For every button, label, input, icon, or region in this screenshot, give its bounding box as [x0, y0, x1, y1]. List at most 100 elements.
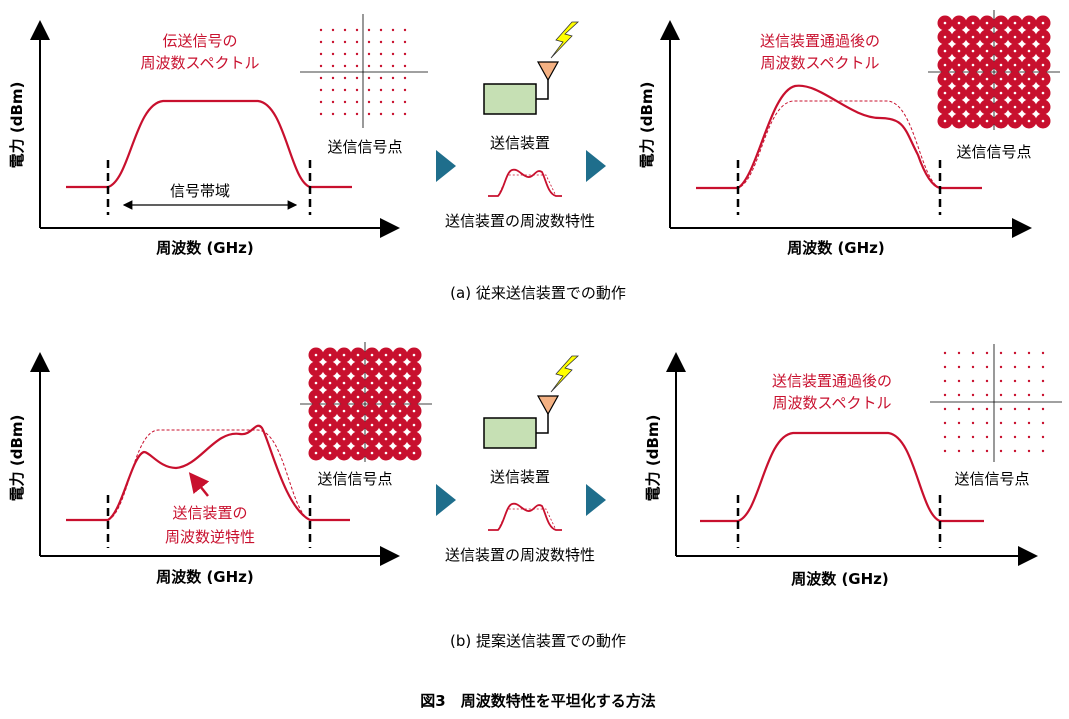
constellation-point — [403, 76, 407, 80]
constellation-point — [971, 365, 975, 369]
constellation-point-center — [370, 367, 374, 371]
spectrum-curve — [700, 431, 984, 523]
row-b-left-constellation — [300, 342, 432, 462]
constellation-point-center — [384, 367, 388, 371]
constellation-point-center — [342, 367, 346, 371]
constellation-point — [985, 351, 989, 355]
row-b-device-char-ref — [497, 508, 557, 531]
constellation-point — [1013, 407, 1017, 411]
constellation-point-center — [398, 367, 402, 371]
row-b-caption: (b) 提案送信装置での動作 — [450, 632, 626, 650]
constellation-point-center — [398, 395, 402, 399]
constellation-point-center — [943, 105, 947, 109]
constellation-point-center — [957, 35, 961, 39]
row-a-right-constellation-label: 送信信号点 — [956, 143, 1031, 161]
constellation-point — [343, 76, 347, 80]
constellation-point-center — [1013, 77, 1017, 81]
constellation-point — [957, 435, 961, 439]
transmitter-box — [483, 417, 537, 449]
constellation-point-center — [943, 119, 947, 123]
row-a-device-char-ref — [497, 174, 557, 197]
constellation-point — [1041, 435, 1045, 439]
constellation-point — [1027, 407, 1031, 411]
constellation-point-center — [384, 395, 388, 399]
constellation-point — [1041, 351, 1045, 355]
constellation-point-center — [1027, 35, 1031, 39]
constellation-point-center — [971, 49, 975, 53]
row-a-transmitter — [483, 21, 580, 115]
constellation-point — [367, 76, 371, 80]
row-b-right-constellation-label: 送信信号点 — [954, 470, 1029, 488]
constellation-point — [1027, 393, 1031, 397]
constellation-point-center — [999, 63, 1003, 67]
constellation-point — [367, 28, 371, 32]
constellation-point — [379, 40, 383, 44]
constellation-point — [985, 435, 989, 439]
figure-caption: 図3 周波数特性を平坦化する方法 — [420, 692, 655, 710]
constellation-point-center — [412, 423, 416, 427]
row-b-right-plot — [666, 352, 1038, 566]
constellation-point-center — [957, 91, 961, 95]
constellation-point — [1013, 421, 1017, 425]
constellation-point-center — [943, 49, 947, 53]
constellation-point-center — [342, 451, 346, 455]
constellation-point-center — [398, 451, 402, 455]
row-b-device-char-label: 送信装置の周波数特性 — [445, 546, 595, 564]
constellation-point-center — [356, 367, 360, 371]
constellation-point — [319, 40, 323, 44]
constellation-point — [331, 112, 335, 116]
lightning-icon — [550, 355, 580, 393]
row-a-device-char-label: 送信装置の周波数特性 — [445, 212, 595, 230]
row-b-right-xlabel: 周波数 (GHz) — [791, 570, 889, 588]
constellation-point — [343, 64, 347, 68]
constellation-point-center — [412, 381, 416, 385]
antenna-icon — [536, 395, 560, 416]
constellation-point-center — [985, 21, 989, 25]
constellation-point-center — [943, 77, 947, 81]
constellation-point-center — [356, 437, 360, 441]
constellation-point-center — [985, 35, 989, 39]
constellation-point-center — [314, 437, 318, 441]
constellation-point — [1041, 365, 1045, 369]
row-a-left-ylabel: 電力 (dBm) — [8, 82, 26, 169]
constellation-point — [319, 100, 323, 104]
constellation-point-center — [971, 91, 975, 95]
constellation-point — [999, 407, 1003, 411]
constellation-point — [343, 112, 347, 116]
row-a-device-char-curve — [488, 168, 562, 197]
constellation-point — [343, 28, 347, 32]
row-b-left-xlabel: 周波数 (GHz) — [156, 568, 254, 586]
antenna-icon — [536, 61, 560, 82]
constellation-point-center — [1013, 91, 1017, 95]
constellation-point — [343, 52, 347, 56]
constellation-point — [1013, 379, 1017, 383]
row-b-left-plot — [30, 352, 400, 566]
constellation-point — [957, 351, 961, 355]
constellation-point-center — [1041, 105, 1045, 109]
constellation-point — [319, 64, 323, 68]
constellation-point — [971, 351, 975, 355]
row-b-device-char-curve — [488, 502, 562, 531]
constellation-point — [1013, 365, 1017, 369]
constellation-point-center — [1027, 105, 1031, 109]
constellation-point — [379, 76, 383, 80]
constellation-point-center — [314, 381, 318, 385]
constellation-point-center — [356, 423, 360, 427]
antenna-line — [536, 78, 549, 100]
constellation-point — [999, 365, 1003, 369]
constellation-point — [971, 435, 975, 439]
constellation-point-center — [370, 451, 374, 455]
transmitter-box — [483, 83, 537, 115]
constellation-point-center — [1013, 49, 1017, 53]
constellation-point — [367, 52, 371, 56]
constellation-point-center — [314, 423, 318, 427]
constellation-point-center — [398, 381, 402, 385]
constellation-point — [1027, 365, 1031, 369]
constellation-point — [403, 64, 407, 68]
row-a-caption: (a) 従来送信装置での動作 — [450, 284, 626, 302]
constellation-point — [343, 100, 347, 104]
constellation-point-center — [384, 451, 388, 455]
constellation-point — [391, 52, 395, 56]
row-b-right-ylabel: 電力 (dBm) — [644, 415, 662, 502]
constellation-point — [985, 421, 989, 425]
